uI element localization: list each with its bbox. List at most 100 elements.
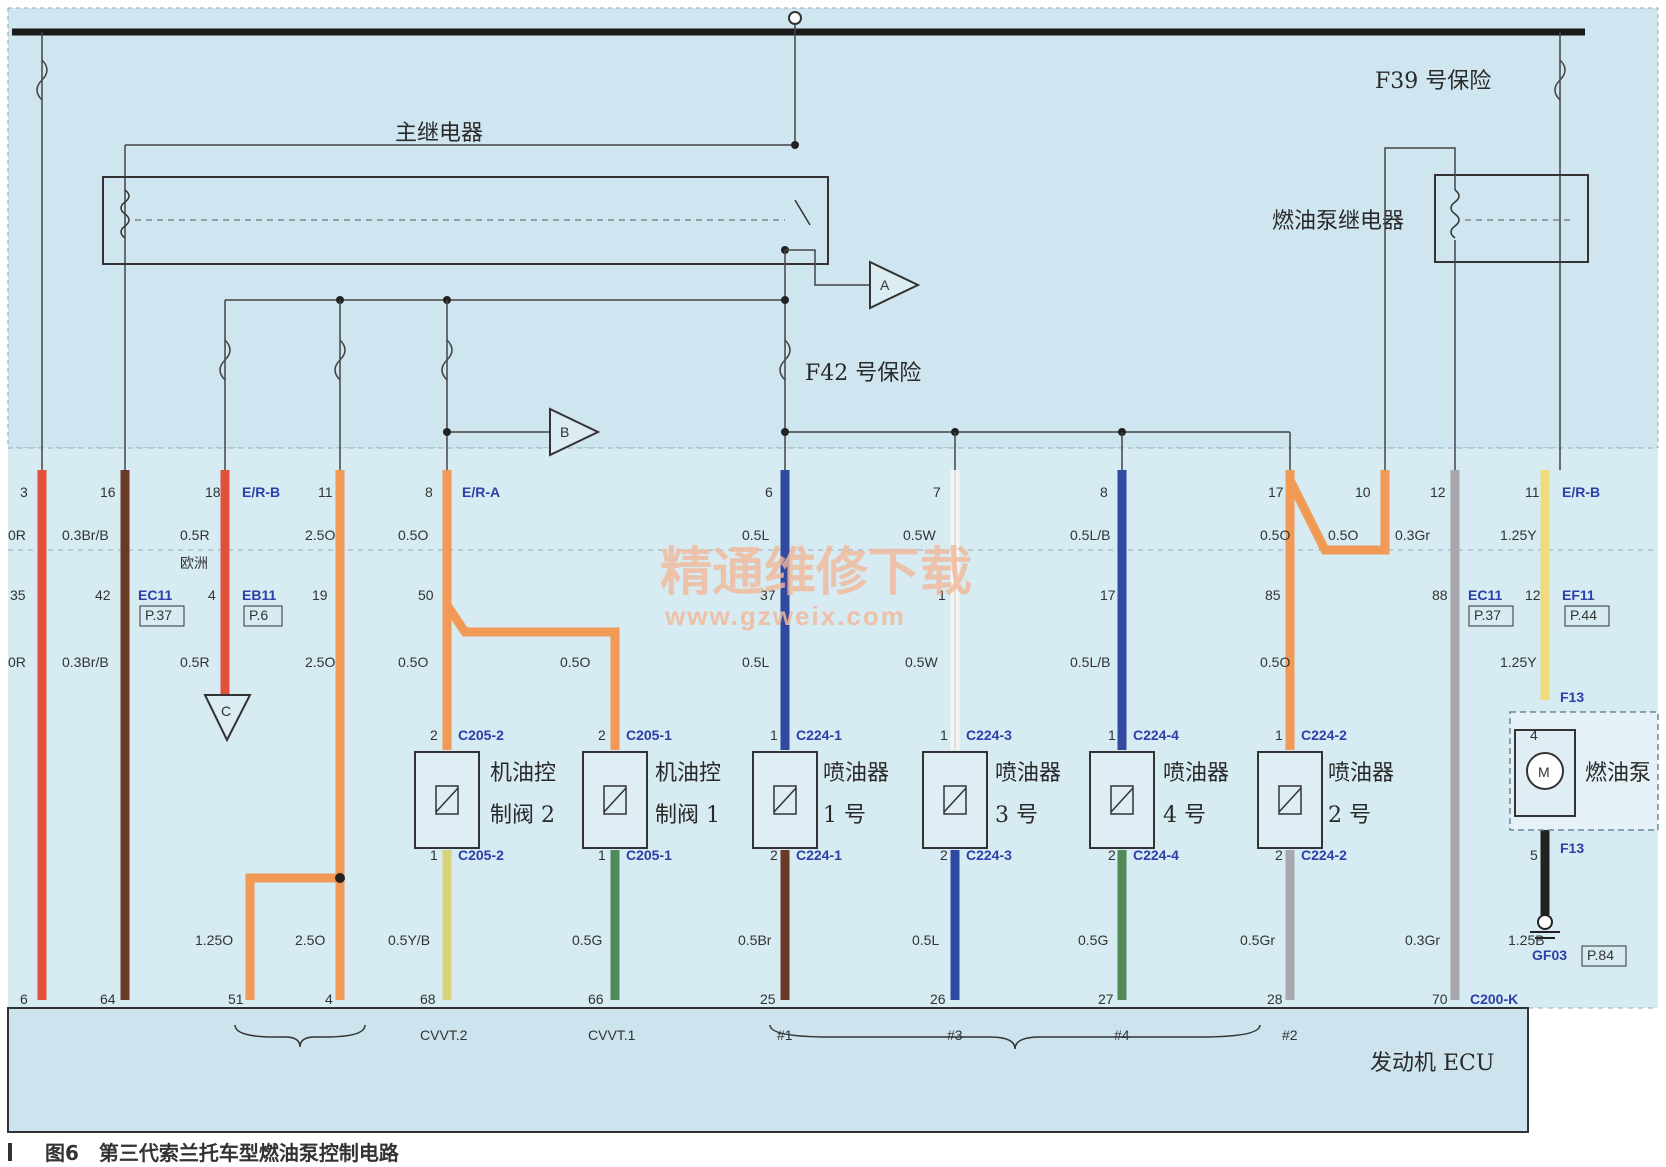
gauge-mid-9: 0.5O (1260, 654, 1290, 670)
gauge-top-7: 0.5L/B (1070, 527, 1110, 543)
engine-ecu-box (7, 1007, 1529, 1133)
conn-p37-b-frame (1468, 605, 1514, 627)
inj1-label-1: 喷油器 (823, 761, 889, 786)
inj3-label-1: 喷油器 (995, 761, 1061, 786)
gauge-top-10: 0.3Gr (1395, 527, 1430, 543)
oil-control-valve-2 (414, 751, 480, 849)
pin-comp-top-0: 2 (430, 727, 438, 743)
ground-icon (1530, 914, 1560, 939)
fuel-relay-coil (1450, 189, 1460, 239)
junction-3 (781, 296, 789, 304)
gauge-top-9: 0.5O (1328, 527, 1358, 543)
pin-ecu-7: 26 (930, 991, 946, 1007)
valve1-label-1: 机油控 (655, 761, 721, 786)
pin-top-9: 10 (1355, 484, 1371, 500)
pin-comp-bot-5: 2 (1275, 847, 1283, 863)
pin-top-10: 12 (1430, 484, 1446, 500)
gauge-bot-1: 2.5O (295, 932, 325, 948)
conn-er-b-1: E/R-B (242, 484, 280, 500)
fuel-pump-relay-box (1434, 174, 1589, 263)
gauge-mid-0: 0R (8, 654, 26, 670)
pin-comp-top-3: 1 (940, 727, 948, 743)
gauge-bot-3: 0.5G (572, 932, 602, 948)
pin-mid-8: 85 (1265, 587, 1281, 603)
conn-c224-3-bot: C224-3 (966, 847, 1012, 863)
pin-ecu-10: 70 (1432, 991, 1448, 1007)
fuel-pump-relay-label: 燃油泵继电器 (1272, 209, 1404, 234)
pin-ecu-4: 68 (420, 991, 436, 1007)
conn-ec11-b: EC11 (1468, 587, 1502, 603)
pin-mid-3: 19 (312, 587, 328, 603)
conn-c224-4-top: C224-4 (1133, 727, 1179, 743)
inj1-label-2: 1 号 (823, 803, 866, 828)
injector-2 (1257, 751, 1323, 849)
pin-top-7: 8 (1100, 484, 1108, 500)
pin-top-3: 11 (318, 484, 333, 500)
pin-ecu-6: 25 (760, 991, 776, 1007)
ecu-label-3: #3 (947, 1027, 963, 1043)
gauge-top-6: 0.5W (903, 527, 936, 543)
junction-inj1 (781, 428, 789, 436)
brace-left (234, 1024, 366, 1048)
watermark-url: www.gzweix.com (664, 601, 906, 631)
conn-p37-a-frame (139, 605, 185, 627)
watermark-cn: 精通维修下载 (660, 542, 972, 603)
ref-B-arrow (549, 407, 601, 457)
conn-c224-1-top: C224-1 (796, 727, 842, 743)
gauge-top-1: 0.3Br/B (62, 527, 109, 543)
inj4-label-1: 喷油器 (1163, 761, 1229, 786)
pin-comp-bot-0: 1 (430, 847, 438, 863)
fuse-8-symbol (441, 339, 453, 381)
pin-comp-top-1: 2 (598, 727, 606, 743)
fuse-11-symbol (334, 339, 346, 381)
gauge-top-8: 0.5O (1260, 527, 1290, 543)
gauge-mid-1: 0.3Br/B (62, 654, 109, 670)
pin-top-4: 8 (425, 484, 433, 500)
gauge-mid-10: 1.25Y (1500, 654, 1537, 670)
conn-c205-2-bot: C205-2 (458, 847, 504, 863)
conn-f13-bot: F13 (1560, 840, 1584, 856)
ref-C-arrow (203, 694, 252, 743)
gauge-bot-2: 0.5Y/B (388, 932, 430, 948)
pin-ecu-0: 6 (20, 991, 28, 1007)
relay-to-A (785, 249, 870, 286)
pin-comp-bot-1: 1 (598, 847, 606, 863)
ecu-label-4: #4 (1114, 1027, 1130, 1043)
injector-1 (752, 751, 818, 849)
fuse-f42-symbol (779, 339, 791, 381)
gauge-mid-8: 0.5L/B (1070, 654, 1110, 670)
conn-ec11-a: EC11 (138, 587, 172, 603)
conn-c224-2-top: C224-2 (1301, 727, 1347, 743)
fuse-f39-symbol (1554, 59, 1566, 101)
fuel-relay-coil-wire (1384, 147, 1456, 470)
valve2-label-1: 机油控 (490, 761, 556, 786)
conn-eb11: EB11 (242, 587, 276, 603)
conn-p6: P.6 (249, 607, 268, 623)
figure-caption: 图6 第三代索兰托车型燃油泵控制电路 (45, 1141, 400, 1165)
conn-p37-b: P.37 (1474, 607, 1501, 623)
valve2-label-2: 制阀 2 (490, 803, 555, 828)
inj4-label-2: 4 号 (1163, 803, 1206, 828)
ref-A-label: A (880, 277, 890, 293)
wire-10 (1285, 470, 1390, 555)
junction-B (443, 428, 451, 436)
oil-control-valve-1 (582, 751, 648, 849)
gauge-mid-7: 0.5W (905, 654, 938, 670)
pin-top-11: 11 (1525, 484, 1540, 500)
pin-comp-bot-3: 2 (940, 847, 948, 863)
pin-ecu-9: 28 (1267, 991, 1283, 1007)
gauge-bot-6: 0.5G (1078, 932, 1108, 948)
pin-ecu-2: 51 (228, 991, 244, 1007)
conn-c205-1-bot: C205-1 (626, 847, 672, 863)
caption-marker (8, 1143, 12, 1161)
gauge-bot-8: 0.3Gr (1405, 932, 1440, 948)
motor-icon (1526, 752, 1564, 790)
pin-comp-top-4: 1 (1108, 727, 1116, 743)
pin-top-8: 17 (1268, 484, 1284, 500)
ecu-label-1: #1 (777, 1027, 793, 1043)
pin-comp-top-6: 4 (1530, 727, 1538, 743)
pin-comp-top-5: 1 (1275, 727, 1283, 743)
pin-top-1: 16 (100, 484, 116, 500)
conn-p44: P.44 (1570, 607, 1597, 623)
